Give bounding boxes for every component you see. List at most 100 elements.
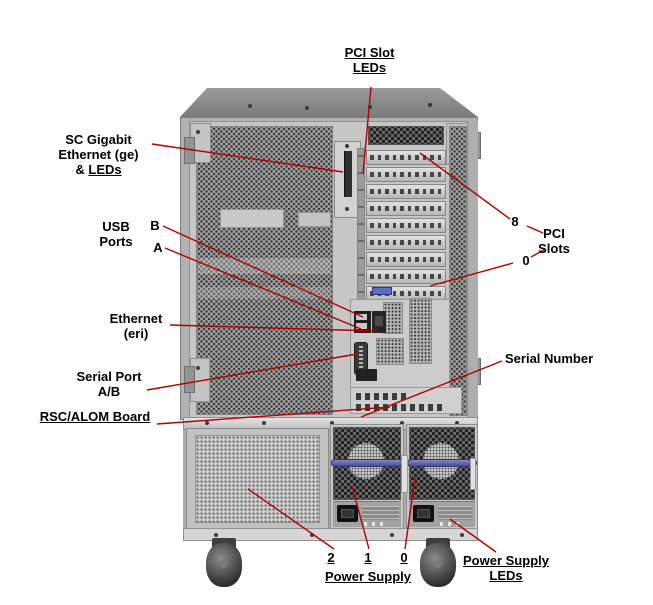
label-usb-port-b: B	[150, 218, 160, 233]
label-ps-2: 2	[327, 550, 335, 565]
psu-bay-2-panel	[195, 435, 320, 523]
caster-hub-right	[434, 560, 442, 568]
right-side-rail	[467, 121, 478, 418]
label-serial-port: Serial Port A/B	[66, 369, 152, 399]
label-text: LEDs	[88, 162, 122, 177]
label-text: PCI Slot	[344, 45, 395, 60]
caster-hub-left	[220, 560, 228, 568]
label-text: Power Supply	[463, 553, 549, 568]
screw	[460, 533, 464, 537]
screw	[368, 105, 372, 109]
io-vent	[383, 302, 403, 334]
label-text: &	[75, 162, 89, 177]
psu-1-label	[362, 506, 399, 520]
pci-slot-ports	[370, 240, 442, 245]
screw	[305, 106, 309, 110]
screw	[196, 366, 200, 370]
label-text: PCI	[543, 226, 565, 241]
right-vent-strip	[449, 126, 467, 416]
psu-0-inlet-opening	[417, 509, 430, 518]
psu-handle	[407, 459, 477, 467]
label-text: Ethernet	[109, 311, 163, 326]
latch-top-left	[184, 137, 195, 164]
label-text: (eri)	[123, 326, 149, 341]
pci-slot-ports	[370, 223, 442, 228]
psu-1-leds	[364, 522, 384, 526]
label-ps-1: 1	[364, 550, 372, 565]
screw	[205, 421, 209, 425]
screw	[345, 207, 349, 211]
latch-bottom-left	[184, 366, 195, 393]
pci-slot-led-strip	[357, 148, 365, 301]
pci-slot-ports	[370, 155, 442, 160]
screw	[214, 533, 218, 537]
label-text: Ethernet (ge)	[58, 147, 139, 162]
psu-0-label	[438, 506, 472, 520]
ethernet-jack-opening	[375, 316, 383, 326]
pci-slot	[366, 218, 446, 233]
label-sc-gigabit-ethernet: SC Gigabit Ethernet (ge) & LEDs	[36, 132, 161, 177]
vent-access-plate	[298, 212, 331, 227]
label-text: SC Gigabit	[65, 132, 132, 147]
sc-card-slot	[344, 151, 352, 197]
pci-slot-stack	[366, 150, 446, 303]
screw	[390, 533, 394, 537]
screw	[196, 130, 200, 134]
psu-handle	[331, 459, 403, 467]
pci-slot	[366, 150, 446, 165]
pci-slot	[366, 252, 446, 267]
label-power-supply-leds: Power Supply LEDs	[452, 553, 560, 583]
label-pci-slot-0: 0	[522, 253, 530, 268]
pci-slot	[366, 167, 446, 182]
screw	[248, 104, 252, 108]
psu-latch	[401, 455, 408, 493]
label-text: LEDs	[489, 568, 523, 583]
label-text: & LEDs	[36, 162, 161, 177]
label-pci-slot-8: 8	[511, 214, 519, 229]
pci-slot	[366, 269, 446, 284]
pci-slot-ports	[370, 274, 442, 279]
screw	[262, 421, 266, 425]
pci-slot-ports	[370, 206, 442, 211]
io-vent	[409, 298, 432, 364]
io-vent	[376, 338, 404, 365]
label-usb-port-a: A	[153, 240, 163, 255]
label-serial-number: Serial Number	[505, 351, 594, 366]
label-text: Slots	[538, 241, 570, 256]
pci-slot	[366, 235, 446, 250]
screw	[400, 421, 404, 425]
label-pci-slots: PCI Slots	[526, 226, 582, 256]
rsc-port-row	[356, 404, 446, 411]
psu-1-inlet-opening	[341, 509, 354, 518]
label-text: USB	[102, 219, 130, 234]
pci-slot-ports	[370, 172, 442, 177]
label-usb-ports: USB Ports	[88, 219, 144, 249]
rsc-alom-connector	[356, 369, 377, 381]
label-rsc-alom-board: RSC/ALOM Board	[39, 409, 151, 424]
pci-slot0-connector	[372, 287, 392, 295]
serial-port-pins	[359, 346, 363, 370]
psu-0-leds	[440, 522, 460, 526]
pci-slot-ports	[370, 257, 442, 262]
label-pci-slot-leds: PCI Slot LEDs	[322, 45, 417, 75]
pci-slot-ports	[370, 189, 442, 194]
vent-strip	[198, 287, 331, 299]
screw	[310, 533, 314, 537]
screw	[345, 144, 349, 148]
vent-strip	[198, 258, 331, 274]
screw	[428, 103, 432, 107]
rsc-port-row	[356, 393, 408, 400]
usb-port-b	[356, 314, 367, 320]
label-text: LEDs	[352, 60, 387, 75]
label-power-supply: Power Supply	[325, 569, 411, 584]
screw	[455, 421, 459, 425]
chassis-top-face	[180, 88, 478, 117]
label-text: Serial Port	[76, 369, 142, 384]
label-text: Ports	[99, 234, 133, 249]
usb-port-a	[356, 323, 367, 329]
pci-top-vent	[368, 126, 444, 145]
label-ethernet-eri: Ethernet (eri)	[100, 311, 172, 341]
pci-slot-ports	[370, 291, 442, 296]
